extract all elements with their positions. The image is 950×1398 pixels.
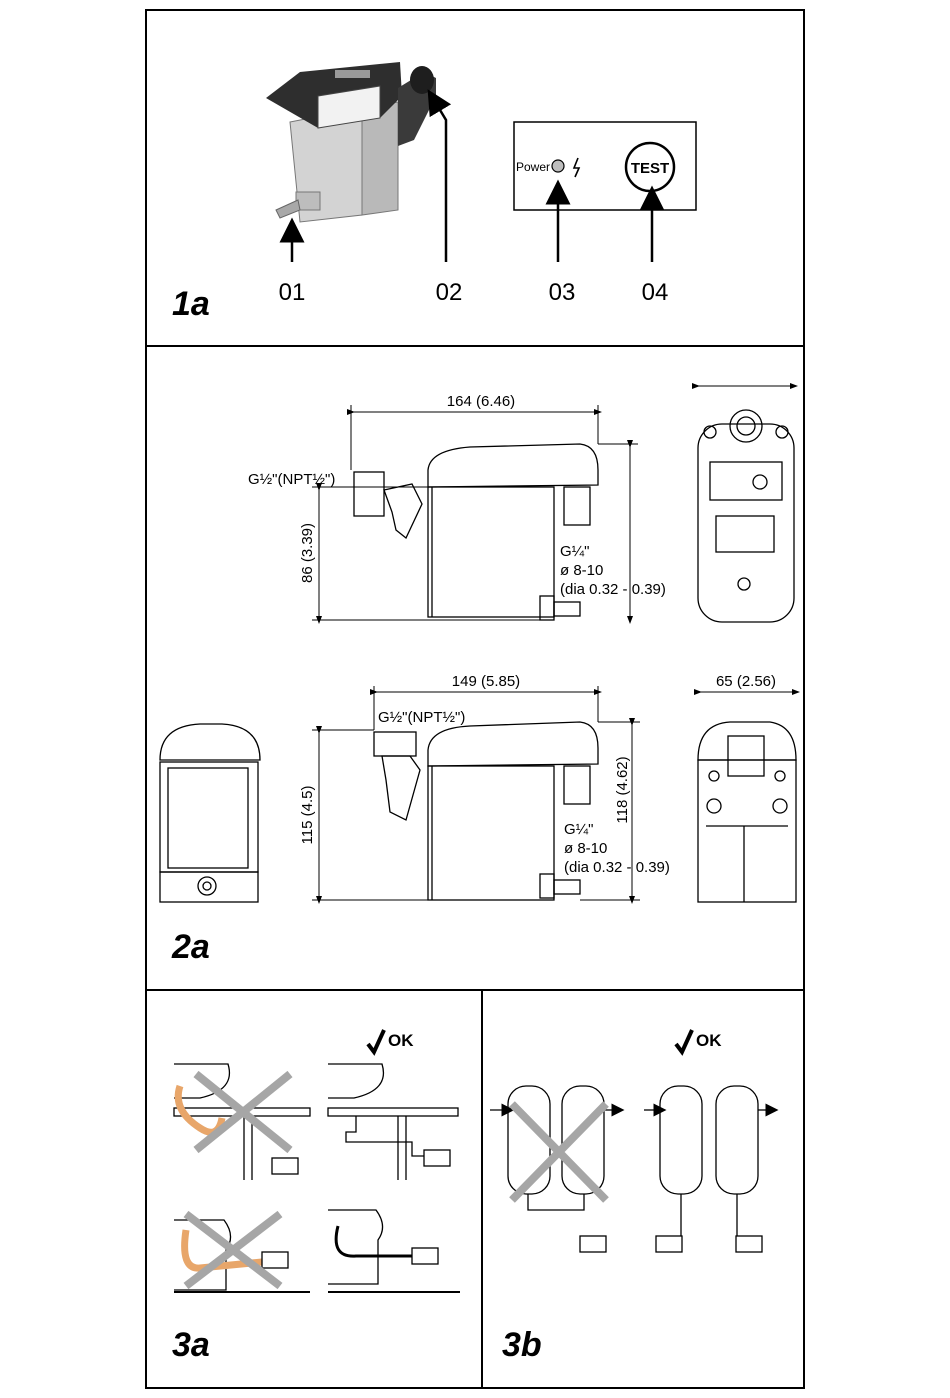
device-back-view: [698, 722, 796, 902]
ok-label-3b: OK: [696, 1031, 722, 1050]
outlet-thread-top: G¼": [560, 543, 590, 560]
outlet-thread-bottom: G¼": [564, 821, 594, 838]
control-panel: Power TEST: [514, 122, 696, 210]
filter-wrong: [490, 1086, 618, 1252]
install-ok-1: [328, 1064, 458, 1180]
panel-label-1a: 1a: [172, 285, 210, 323]
device-rear-view: [160, 724, 260, 902]
power-led-icon: [552, 160, 564, 172]
drain-device-photo: [266, 62, 436, 222]
filter-ok: [644, 1086, 772, 1252]
outlet-dia-inch-bottom: (dia 0.32 - 0.39): [564, 859, 670, 876]
power-label: Power: [516, 160, 550, 174]
callout-03: 03: [549, 279, 576, 306]
panel-label-3b: 3b: [502, 1326, 542, 1364]
panel-2a-labels: 164 (6.46) G½"(NPT½") 86 (3.39) G¼" ø 8-…: [171, 393, 776, 966]
device-front-view-top: [698, 410, 794, 622]
panel-3a: OK: [172, 1030, 460, 1364]
dim-width-bottom: 149 (5.85): [452, 673, 520, 690]
panel-2a: [160, 386, 796, 902]
outlet-dia-top: ø 8-10: [560, 562, 603, 579]
panel-label-3a: 3a: [172, 1326, 210, 1364]
callout-01: 01: [279, 279, 306, 306]
callout-04: 04: [642, 279, 669, 306]
outlet-dia-inch-top: (dia 0.32 - 0.39): [560, 581, 666, 598]
frame: [146, 10, 804, 1388]
test-button-label: TEST: [631, 160, 669, 177]
panel-1a: Power TEST 01 02 03 04 1a: [172, 62, 696, 323]
dim-side-width: 65 (2.56): [716, 673, 776, 690]
check-icon: [676, 1030, 692, 1052]
ok-label-3a: OK: [388, 1031, 414, 1050]
install-ok-2: [328, 1210, 460, 1292]
dim-width-top: 164 (6.46): [447, 393, 515, 410]
callout-02: 02: [436, 279, 463, 306]
dim-height-bottom-right: 118 (4.62): [614, 756, 631, 823]
install-wrong-2: [174, 1214, 310, 1292]
panel-3b: OK 3b: [490, 1030, 772, 1364]
inlet-label-top: G½"(NPT½"): [248, 471, 335, 488]
outlet-dia-bottom: ø 8-10: [564, 840, 607, 857]
panel-label-2a: 2a: [171, 928, 210, 966]
dim-height-bottom-left: 115 (4.5): [299, 786, 316, 845]
inlet-label-bottom: G½"(NPT½"): [378, 709, 465, 726]
check-icon: [368, 1030, 384, 1052]
dim-height-top: 86 (3.39): [299, 523, 316, 583]
install-wrong-1: [174, 1064, 310, 1180]
